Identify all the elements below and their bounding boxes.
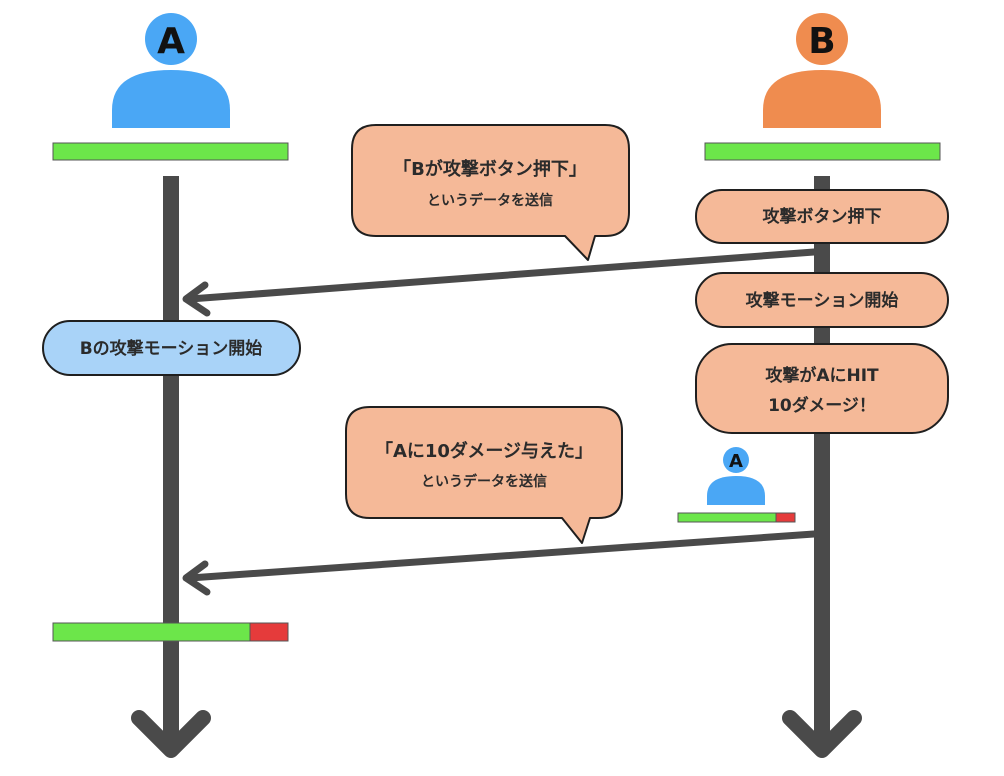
bubble-2-line1: 「Aに10ダメージ与えた」 <box>375 440 593 462</box>
participant-b-avatar: B <box>763 13 881 128</box>
action-hit-line1: 攻撃がAにHIT <box>765 365 879 386</box>
avatar-b-letter: B <box>808 21 835 62</box>
action-motion-b-label: 攻撃モーション開始 <box>746 290 899 311</box>
speech-bubble-1: 「Bが攻撃ボタン押下」 というデータを送信 <box>351 124 630 261</box>
message-arrow-2 <box>182 530 818 596</box>
action-box-attack-motion-b: 攻撃モーション開始 <box>695 272 949 328</box>
hp-bar-b <box>704 142 941 161</box>
action-press-label: 攻撃ボタン押下 <box>763 206 882 227</box>
avatar-a-badge <box>145 13 197 65</box>
bubble-1-line1: 「Bが攻撃ボタン押下」 <box>393 158 587 180</box>
speech-bubble-2: 「Aに10ダメージ与えた」 というデータを送信 <box>345 406 623 544</box>
action-box-attack-press: 攻撃ボタン押下 <box>695 189 949 244</box>
action-box-hit: 攻撃がAにHIT 10ダメージ！ <box>695 343 949 434</box>
mini-avatar-a: A <box>707 447 765 505</box>
bubble-1-line2: というデータを送信 <box>427 192 553 209</box>
hp-bar-b-fill <box>704 142 941 161</box>
hp-bar-a-after-fill <box>52 622 251 642</box>
hp-bar-a-initial <box>52 142 289 161</box>
message-arrow-1 <box>182 248 818 317</box>
bubble-2-line2: というデータを送信 <box>421 473 547 490</box>
hp-bar-a-after <box>52 622 289 642</box>
mini-avatar-letter: A <box>729 451 743 472</box>
action-box-attack-motion-a: Bの攻撃モーション開始 <box>42 320 301 376</box>
action-hit-line2: 10ダメージ！ <box>768 395 876 416</box>
mini-avatar-body <box>707 476 765 505</box>
mini-hp-bar-fill <box>677 512 777 523</box>
mini-hp-bar <box>677 512 796 523</box>
mini-avatar-badge <box>723 447 749 473</box>
avatar-a-body <box>112 70 230 128</box>
avatar-b-badge <box>796 13 848 65</box>
avatar-b-body <box>763 70 881 128</box>
participant-a-avatar: A <box>112 13 230 128</box>
action-motion-a-label: Bの攻撃モーション開始 <box>80 338 263 359</box>
lifeline-a <box>131 176 211 758</box>
avatar-a-letter: A <box>157 21 185 62</box>
lifeline-b <box>782 176 862 758</box>
hp-bar-a-initial-fill <box>52 142 289 161</box>
